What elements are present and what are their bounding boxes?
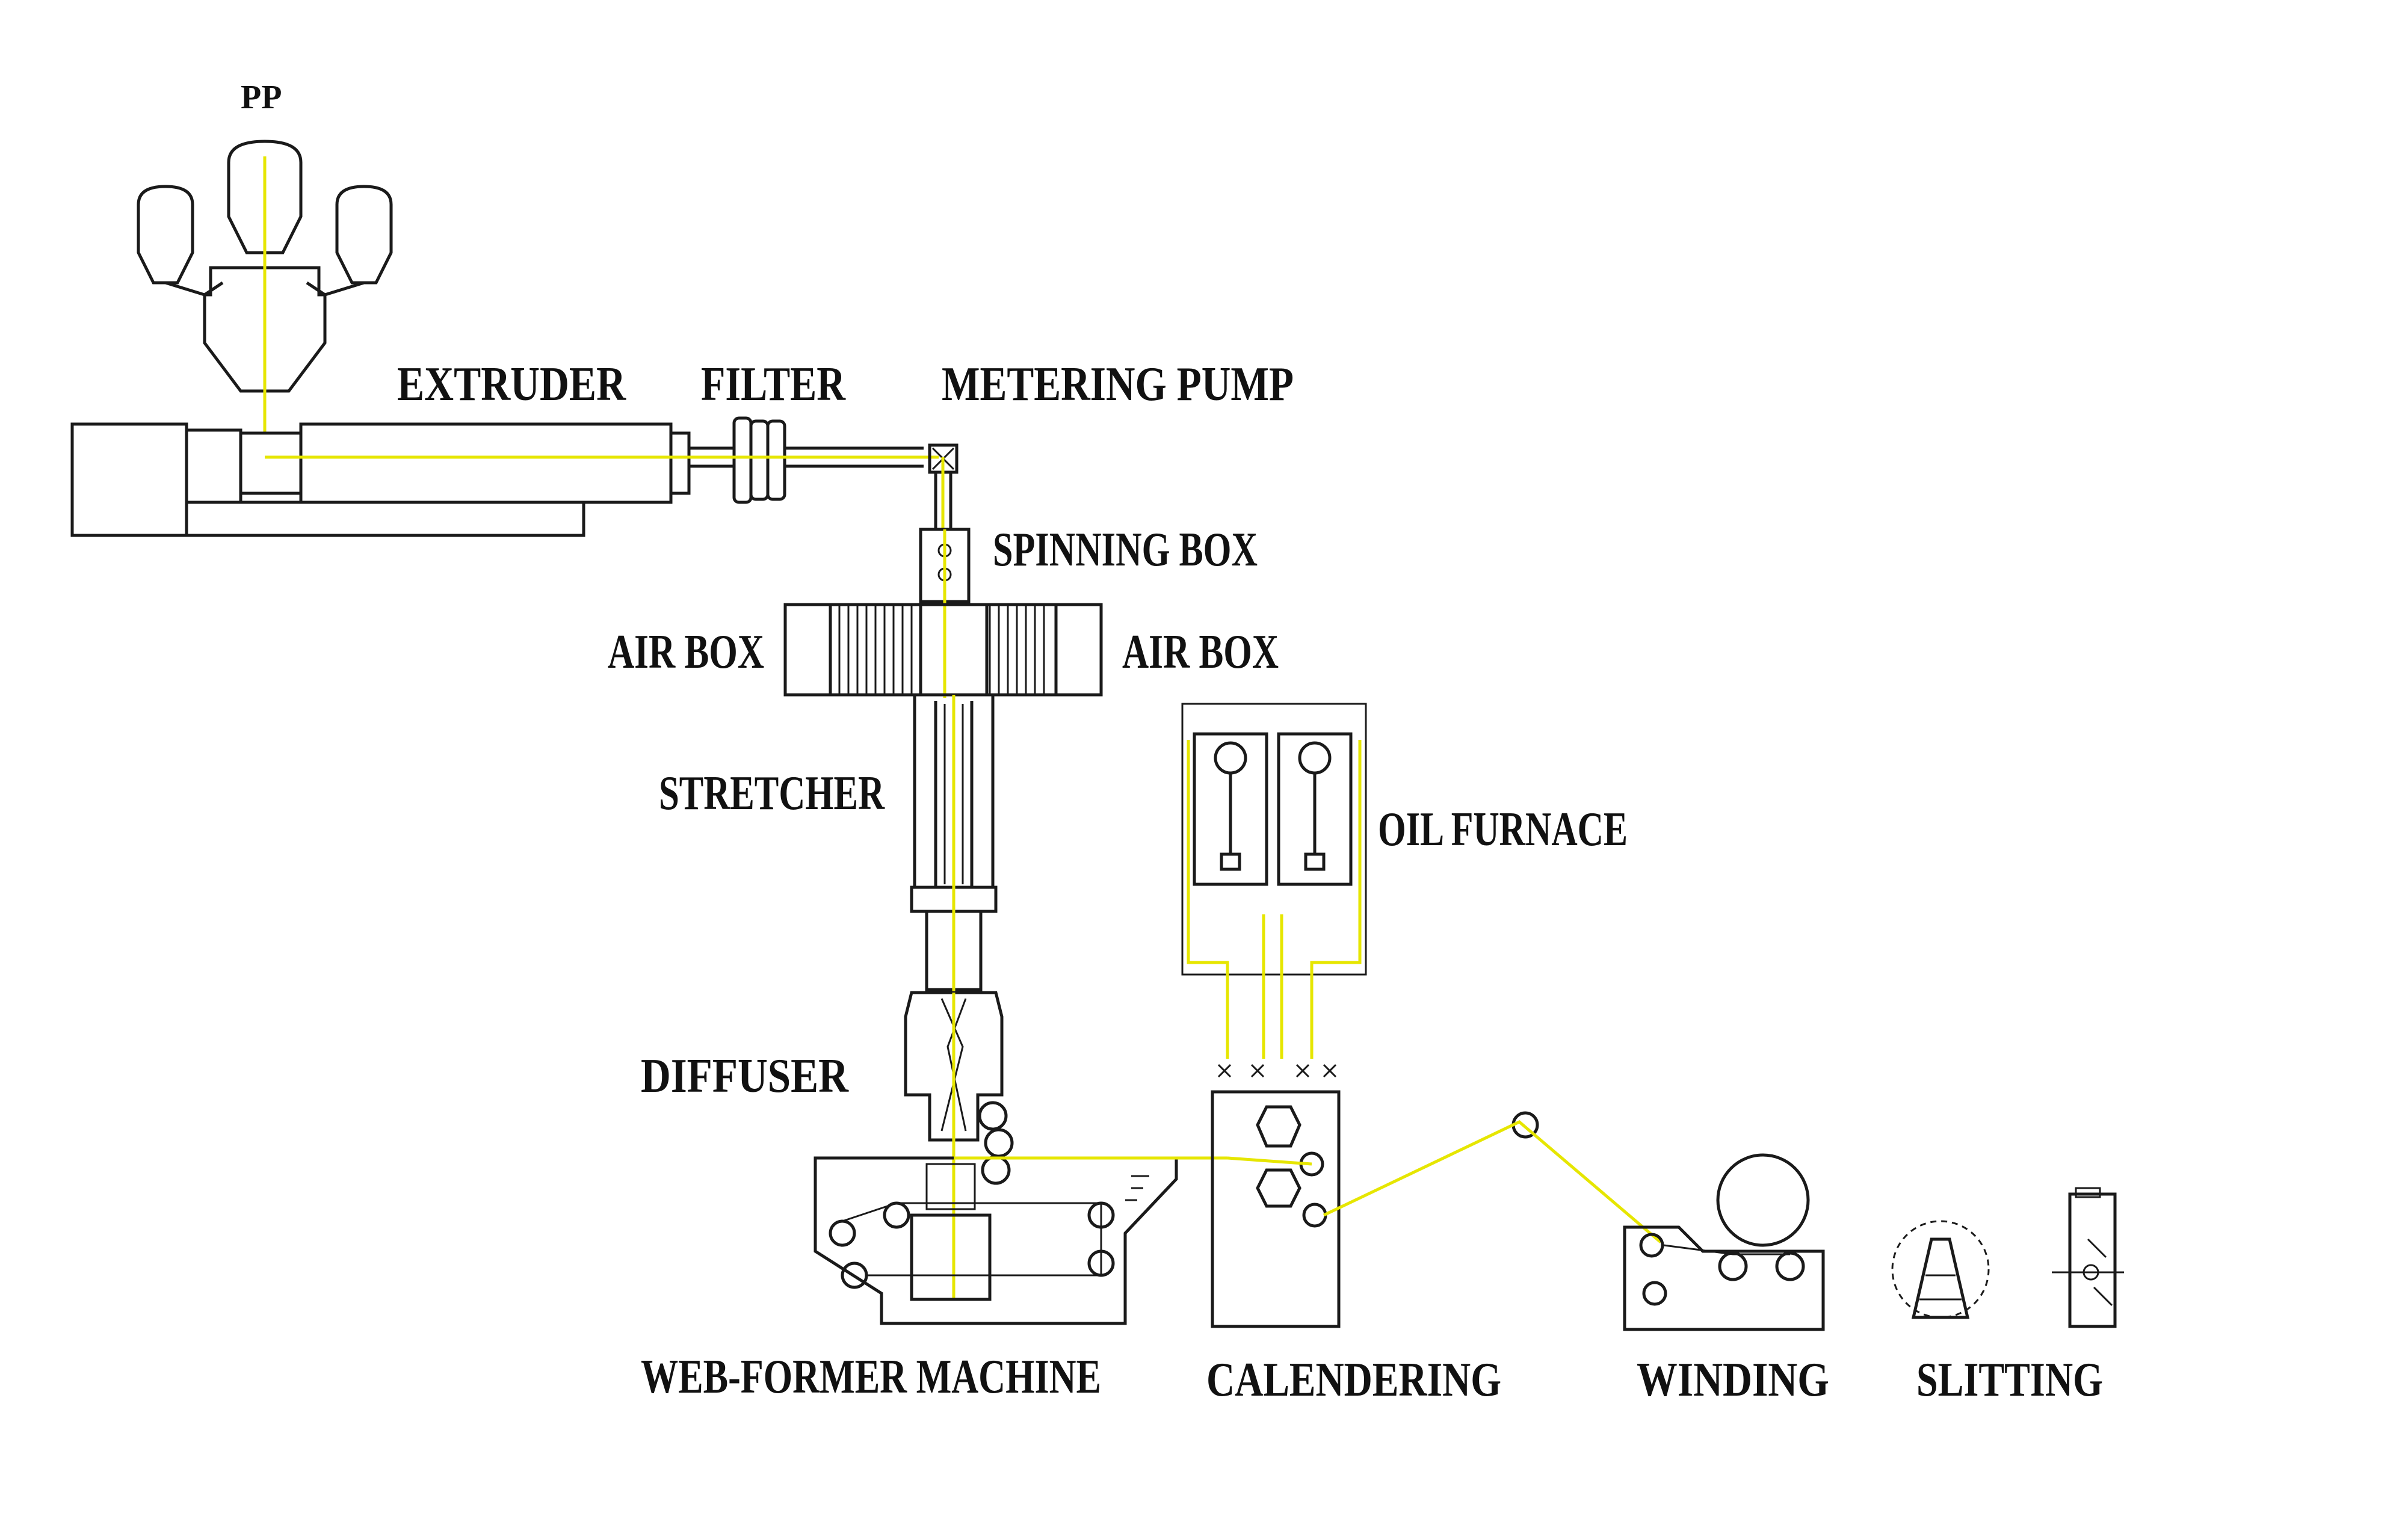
labels: PP EXTRUDER FILTER METERING PUMP SPINNIN…: [241, 79, 2103, 1406]
label-diffuser: DIFFUSER: [641, 1050, 849, 1103]
stretcher: [910, 693, 998, 993]
label-metering-pump: METERING PUMP: [942, 358, 1294, 411]
extruder: [70, 422, 691, 537]
web-former-machine: [814, 1101, 1227, 1325]
label-web-former: WEB-FORMER MACHINE: [641, 1351, 1101, 1403]
label-air-box-right: AIR BOX: [1122, 626, 1279, 679]
pp-hoppers: [137, 140, 393, 433]
label-extruder: EXTRUDER: [397, 358, 626, 411]
filter: [689, 416, 939, 504]
spinning-box: [919, 528, 971, 698]
calendering: [1211, 1064, 1341, 1328]
diffuser: [904, 991, 1004, 1299]
label-filter: FILTER: [701, 358, 846, 411]
label-air-box-left: AIR BOX: [608, 626, 764, 679]
oil-furnace: [1181, 703, 1367, 1059]
label-oil-furnace: OIL FURNACE: [1378, 803, 1628, 856]
label-spinning-box: SPINNING BOX: [993, 523, 1258, 576]
metering-pump: [928, 443, 959, 529]
winding: [1623, 1153, 1825, 1331]
label-winding: WINDING: [1637, 1354, 1829, 1406]
label-pp: PP: [241, 79, 282, 116]
label-stretcher: STRETCHER: [659, 767, 885, 820]
slitting: [1891, 1187, 2124, 1328]
label-calendering: CALENDERING: [1206, 1354, 1501, 1406]
label-slitting: SLITTING: [1916, 1354, 2103, 1406]
web-path: [1323, 1111, 1662, 1243]
